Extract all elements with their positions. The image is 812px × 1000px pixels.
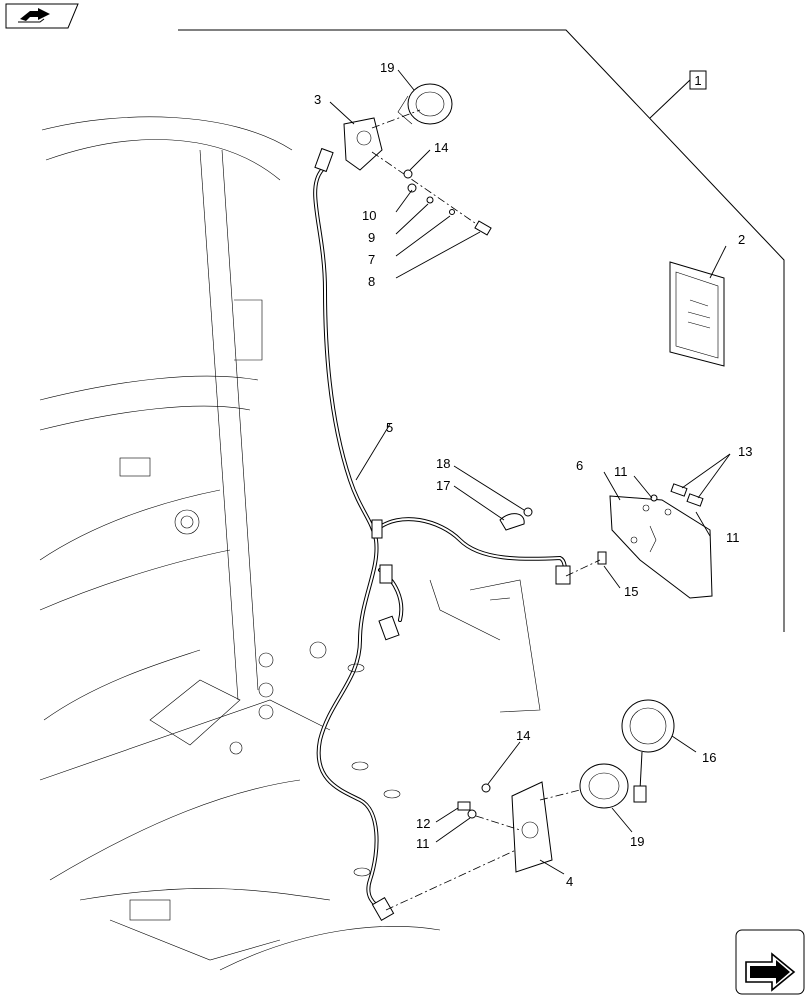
mounting-plate bbox=[609, 495, 713, 599]
leader-1 bbox=[649, 79, 691, 119]
book-nav-button[interactable] bbox=[5, 3, 79, 29]
clamp-17 bbox=[499, 513, 525, 531]
clip-15 bbox=[597, 551, 607, 565]
callout-19-top: 19 bbox=[380, 60, 394, 75]
callout-14-top: 14 bbox=[434, 140, 448, 155]
callout-5: 5 bbox=[386, 420, 393, 435]
svg-text:1: 1 bbox=[694, 73, 701, 88]
sender-16 bbox=[621, 699, 675, 803]
arrow-next-page-icon bbox=[745, 952, 796, 992]
callout-3: 3 bbox=[314, 92, 321, 107]
plate-bolts bbox=[650, 483, 704, 507]
cab-frame bbox=[39, 116, 541, 971]
callout-11-top: 11 bbox=[614, 464, 628, 479]
callout-15: 15 bbox=[624, 584, 638, 599]
callout-2: 2 bbox=[738, 232, 745, 247]
next-page-button[interactable] bbox=[735, 929, 805, 995]
upper-bracket bbox=[343, 117, 383, 171]
callout-1: 1 bbox=[689, 70, 707, 90]
callout-6: 6 bbox=[576, 458, 583, 473]
leader-lines bbox=[329, 69, 731, 875]
callout-4: 4 bbox=[566, 874, 573, 889]
operator-manual bbox=[669, 261, 725, 367]
callout-7: 7 bbox=[368, 252, 375, 267]
lower-fasteners bbox=[457, 783, 491, 819]
callout-17: 17 bbox=[436, 478, 450, 493]
wiring-harness bbox=[313, 147, 571, 921]
callout-13: 13 bbox=[738, 444, 752, 459]
upper-gauge bbox=[397, 83, 453, 125]
callout-11-bottom: 11 bbox=[416, 836, 430, 851]
lower-gauge bbox=[579, 763, 629, 809]
kit-group-line bbox=[178, 29, 785, 632]
nut-18 bbox=[523, 507, 533, 517]
callout-9: 9 bbox=[368, 230, 375, 245]
callout-12: 12 bbox=[416, 816, 430, 831]
callout-14-bottom: 14 bbox=[516, 728, 530, 743]
callout-11-right: 11 bbox=[726, 530, 740, 545]
callout-16: 16 bbox=[702, 750, 716, 765]
callout-10: 10 bbox=[362, 208, 376, 223]
callout-8: 8 bbox=[368, 274, 375, 289]
lower-bracket bbox=[511, 781, 553, 873]
book-arrow-icon bbox=[18, 8, 50, 23]
callout-19-bottom: 19 bbox=[630, 834, 644, 849]
upper-fasteners bbox=[403, 169, 492, 236]
callout-18: 18 bbox=[436, 456, 450, 471]
